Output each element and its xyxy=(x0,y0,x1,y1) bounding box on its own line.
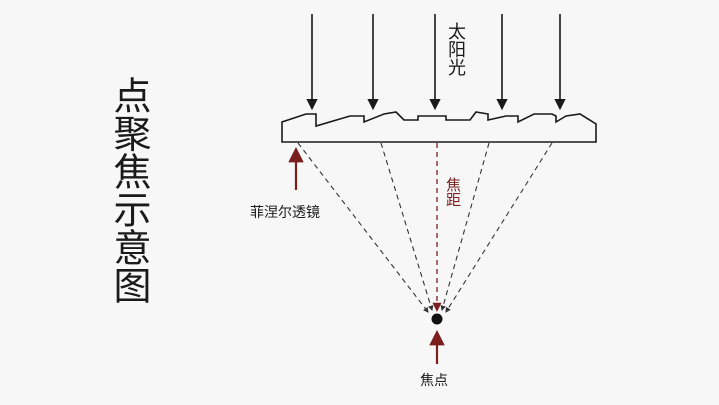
focal-point-dot xyxy=(431,313,443,325)
converge-ray-3 xyxy=(440,142,490,312)
converge-ray-4 xyxy=(445,142,553,313)
focal-point-label: 焦点 xyxy=(420,373,448,389)
diagram-title: 点聚焦示意图 xyxy=(107,76,151,304)
converge-ray-1 xyxy=(297,142,429,313)
converge-ray-2 xyxy=(380,142,434,312)
fresnel-lens-label: 菲涅尔透镜 xyxy=(250,205,320,221)
fresnel-lens xyxy=(281,111,597,143)
focal-length-label: 焦距 xyxy=(444,177,462,207)
sunlight-label: 太阳光 xyxy=(445,22,466,76)
